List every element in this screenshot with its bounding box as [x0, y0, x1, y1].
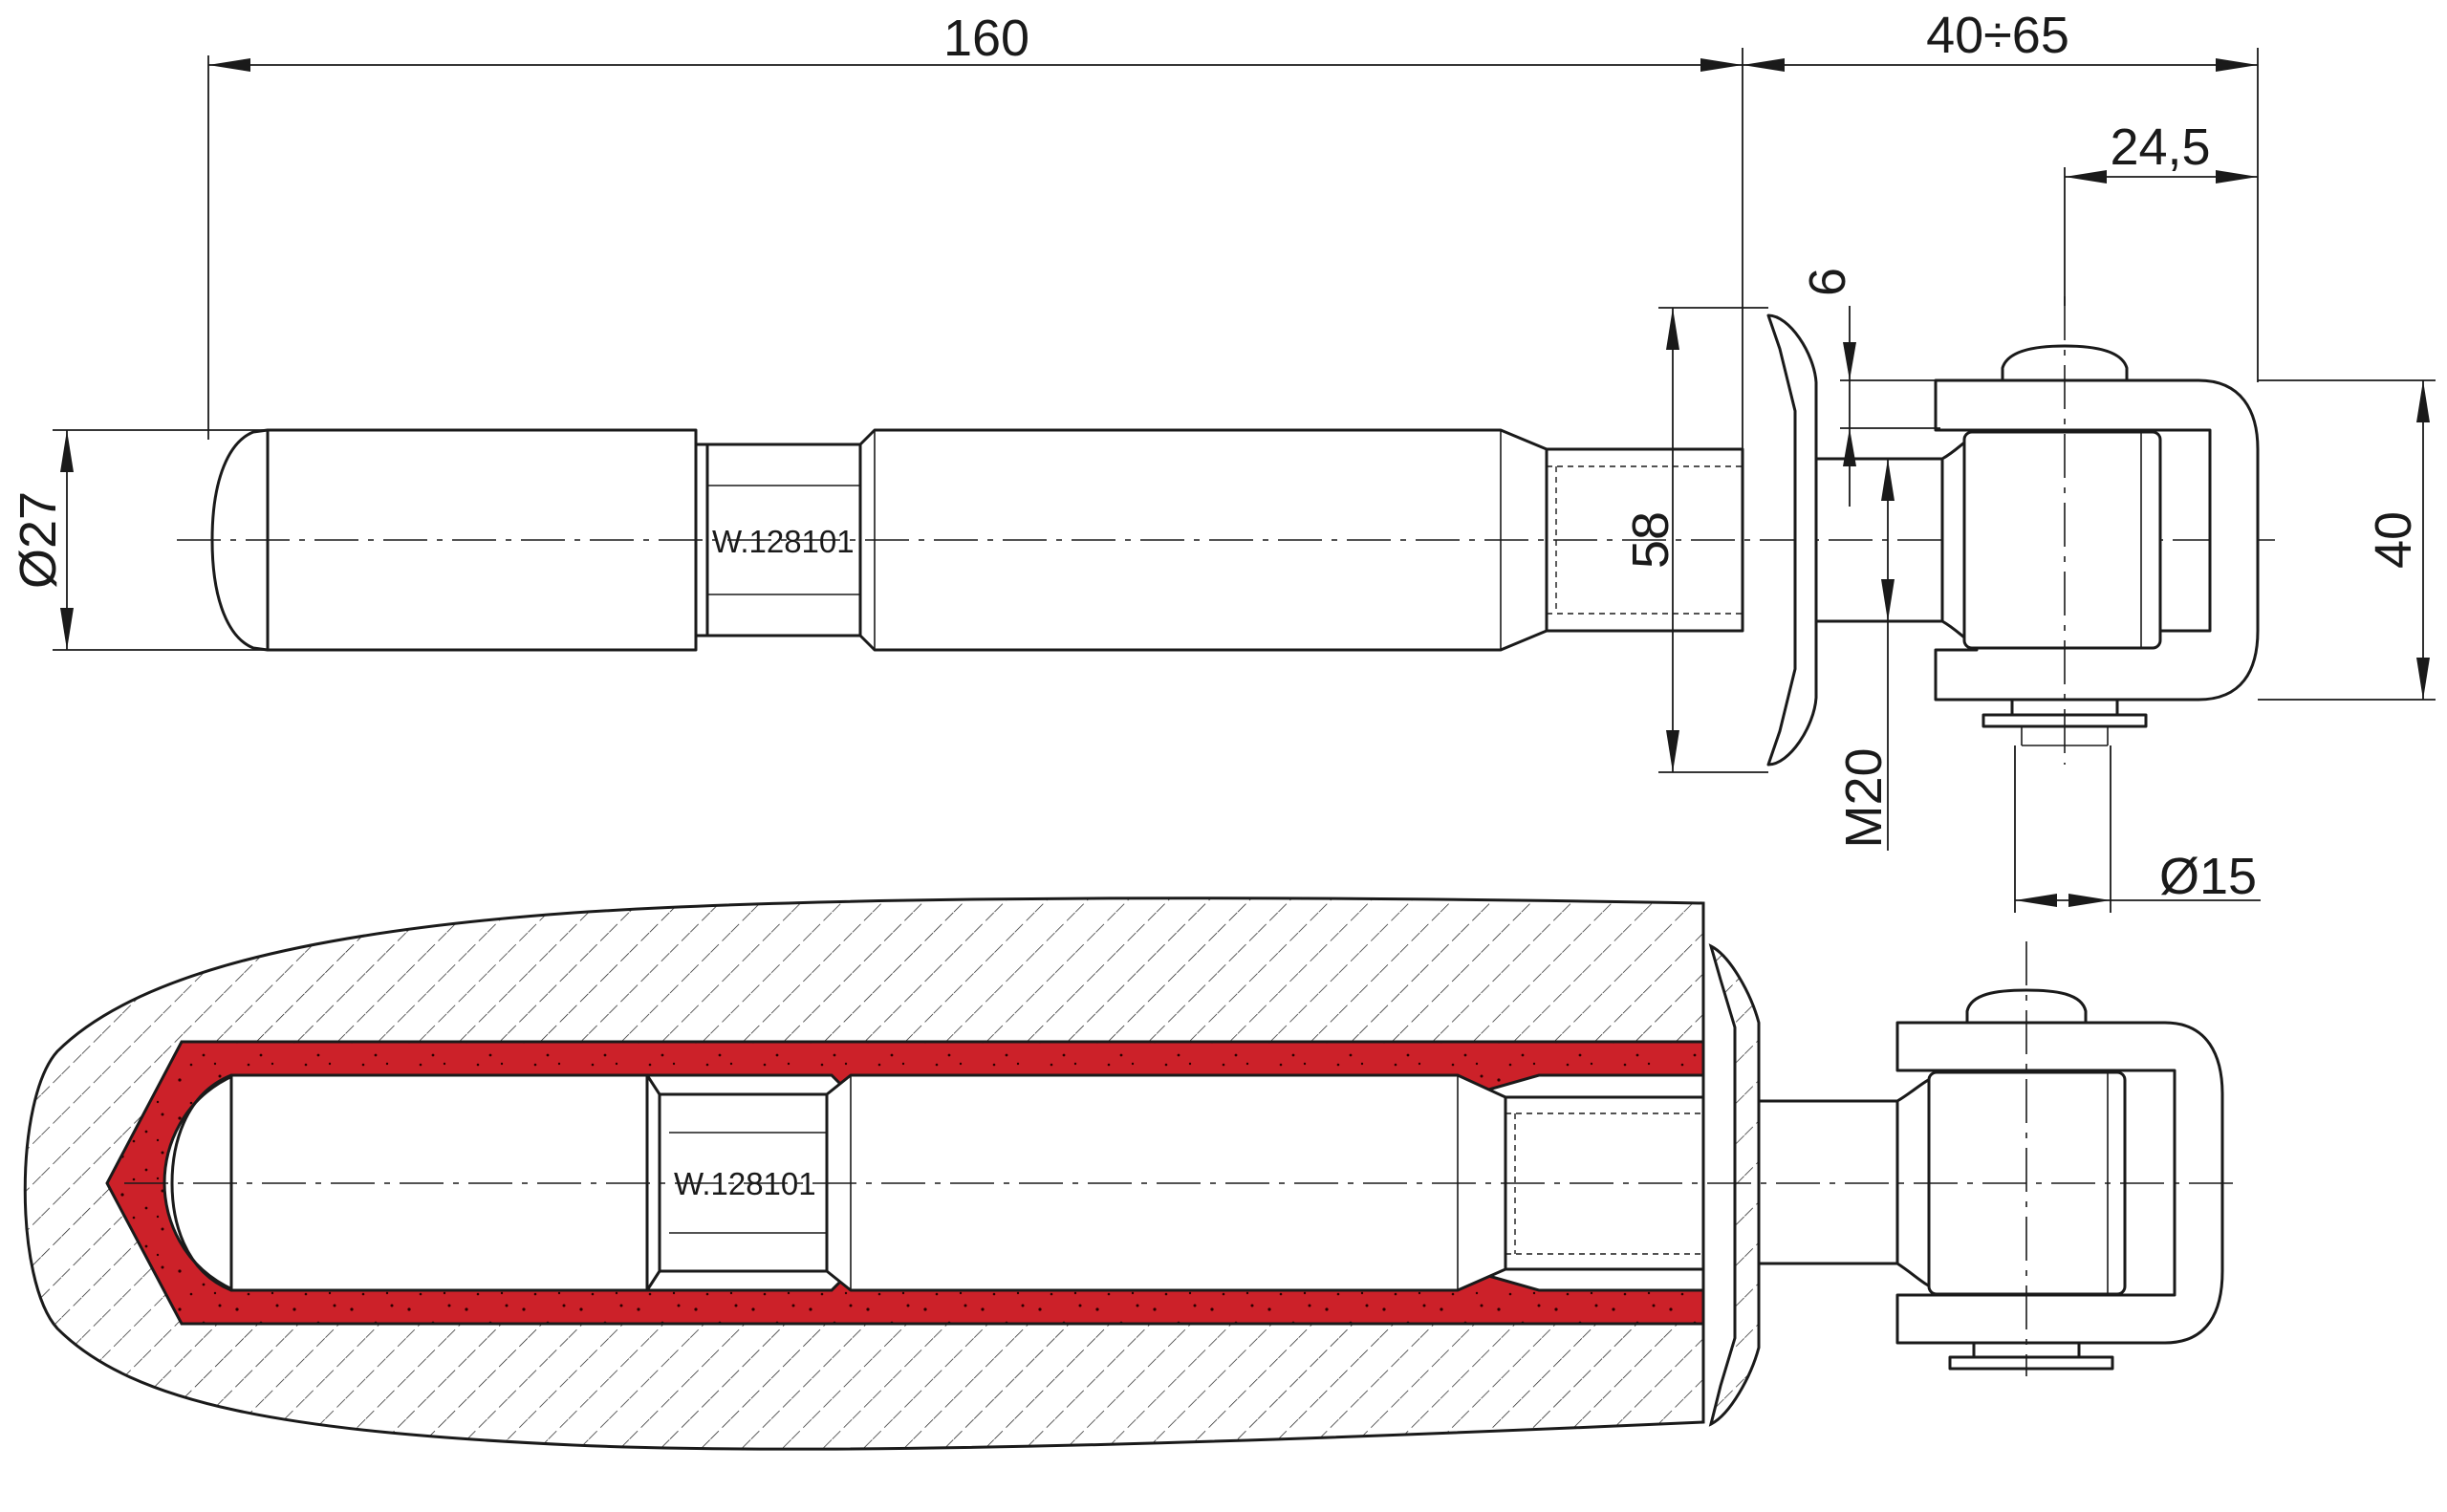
section-rounded-tip: [170, 1073, 232, 1292]
section-pin-washer: [1948, 1355, 2114, 1371]
dim-adjust-arrow-left: [1743, 58, 1785, 72]
dim-58-arrow-top: [1666, 308, 1679, 350]
rounded-tip: [210, 428, 269, 652]
dim-6-label: 6: [1799, 268, 1856, 296]
dim-eye-label: 24,5: [2110, 119, 2210, 176]
pin-head: [2001, 344, 2129, 382]
dim-27-arrow-bottom: [60, 608, 74, 650]
dim-15-arrow-left: [2015, 894, 2057, 907]
dim-m20-arrow-bottom: [1881, 579, 1895, 621]
section-view: W.128101: [23, 896, 2241, 1451]
eye-bushing: [1962, 430, 2162, 650]
dim-6-arrow-top: [1843, 342, 1856, 380]
section-washer: [1708, 943, 1761, 1427]
dim-27-label: Ø27: [10, 491, 67, 589]
dim-eye-arrow-right: [2216, 170, 2258, 184]
section-clevis-eye: [1895, 1021, 2224, 1345]
dim-m20-label: M20: [1835, 747, 1893, 848]
threaded-bushing: [1545, 447, 1744, 633]
body-segment-1: [266, 428, 698, 652]
top-dimensions: 160 40÷65 24,5 6 Ø27 58: [10, 7, 2436, 913]
dim-adjust-label: 40÷65: [1926, 7, 2069, 64]
dim-160-arrow-right: [1700, 58, 1743, 72]
dim-58-arrow-bottom: [1666, 730, 1679, 772]
dim-40-arrow-bottom: [2416, 658, 2430, 700]
dim-m20-arrow-top: [1881, 459, 1895, 501]
dim-40-arrow-top: [2416, 380, 2430, 422]
dim-15-label: Ø15: [2159, 848, 2257, 905]
dim-40-label: 40: [2365, 511, 2422, 569]
washer: [1766, 313, 1818, 767]
dim-15-arrow-right: [2068, 894, 2111, 907]
dim-adjust-arrow-right: [2216, 58, 2258, 72]
dim-eye-arrow-left: [2065, 170, 2107, 184]
dim-58-label: 58: [1622, 511, 1679, 569]
dim-27-arrow-top: [60, 430, 74, 472]
dim-6-arrow-bottom: [1843, 428, 1856, 466]
marking-top: W.128101: [712, 524, 855, 559]
top-view: W.128101: [177, 296, 2275, 767]
dim-160-arrow-left: [208, 58, 250, 72]
dim-160-label: 160: [943, 10, 1029, 67]
section-pin-head: [1965, 988, 2088, 1025]
